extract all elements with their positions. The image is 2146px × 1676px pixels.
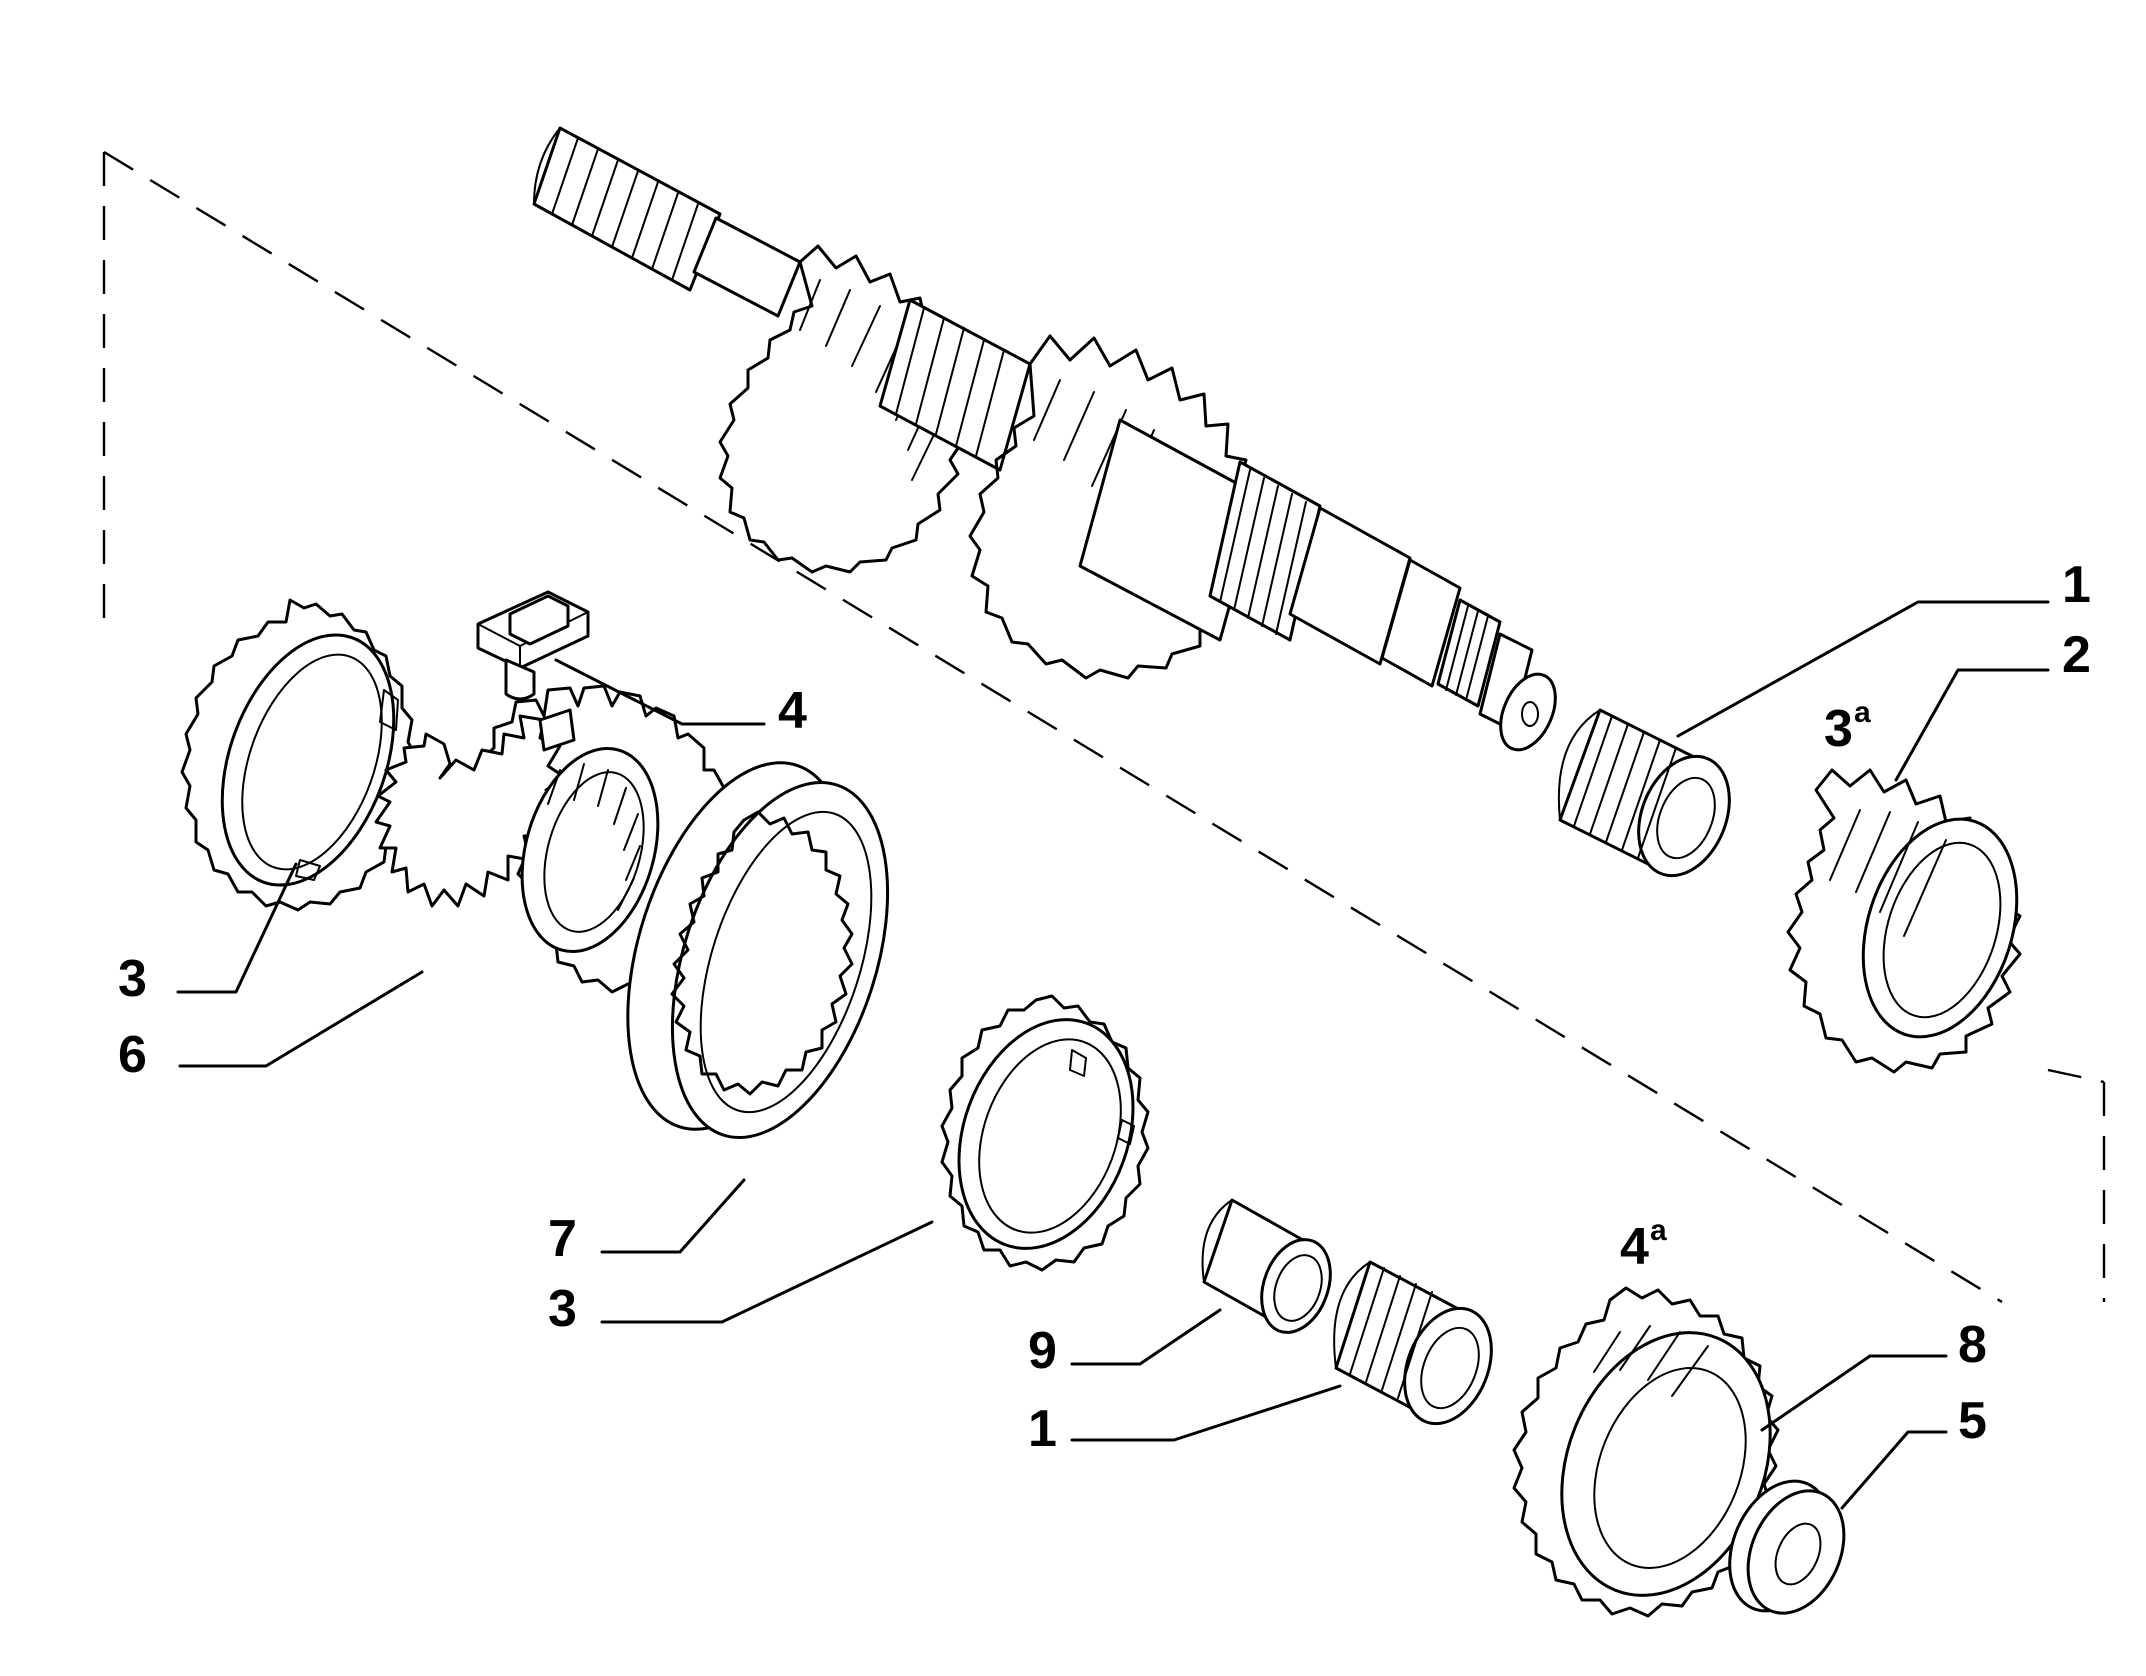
gear-third-speed xyxy=(1786,768,2022,1074)
label-part-7: 7 xyxy=(548,1210,577,1268)
shaft-neck xyxy=(692,216,802,318)
shaft-hub-ring xyxy=(878,298,1032,472)
label-part-8: 8 xyxy=(1958,1316,1987,1374)
label-gear-3a-superscript: a xyxy=(1854,696,1871,729)
label-part-9: 9 xyxy=(1028,1322,1057,1380)
thrust-washer xyxy=(1728,1479,1846,1615)
label-part-4: 4 xyxy=(778,682,807,740)
label-part-3-left: 3 xyxy=(118,950,147,1008)
label-gear-4a-superscript: a xyxy=(1650,1214,1667,1247)
part-labels: 1 2 3 a 4 3 6 7 3 9 1 4 a 8 5 xyxy=(118,556,2091,1458)
leader-lines xyxy=(176,600,2050,1510)
main-shaft xyxy=(532,126,1557,752)
bushing xyxy=(1201,1198,1332,1334)
label-part-2: 2 xyxy=(2062,626,2091,684)
label-part-6: 6 xyxy=(118,1026,147,1084)
label-part-1-bottom: 1 xyxy=(1028,1400,1057,1458)
shaft-thread-end xyxy=(1478,632,1557,752)
assembly-guide-dashed xyxy=(102,150,2106,1304)
label-gear-4a: 4 xyxy=(1620,1218,1649,1276)
shaft-body xyxy=(1078,418,1557,752)
label-part-3-middle: 3 xyxy=(548,1280,577,1338)
shaft-small-spline xyxy=(1436,598,1502,708)
synchro-ring-left xyxy=(180,598,418,912)
label-gear-3a: 3 xyxy=(1824,700,1853,758)
label-part-5: 5 xyxy=(1958,1392,1987,1450)
shaft-spline-end xyxy=(532,126,722,292)
needle-bearing-lower xyxy=(1333,1260,1493,1426)
synchro-key xyxy=(476,590,590,701)
synchro-sleeve xyxy=(626,761,890,1139)
synchro-hub xyxy=(374,684,734,994)
needle-bearing-upper xyxy=(1557,708,1731,878)
synchro-ring-middle xyxy=(940,994,1150,1272)
label-part-1-top: 1 xyxy=(2062,556,2091,614)
